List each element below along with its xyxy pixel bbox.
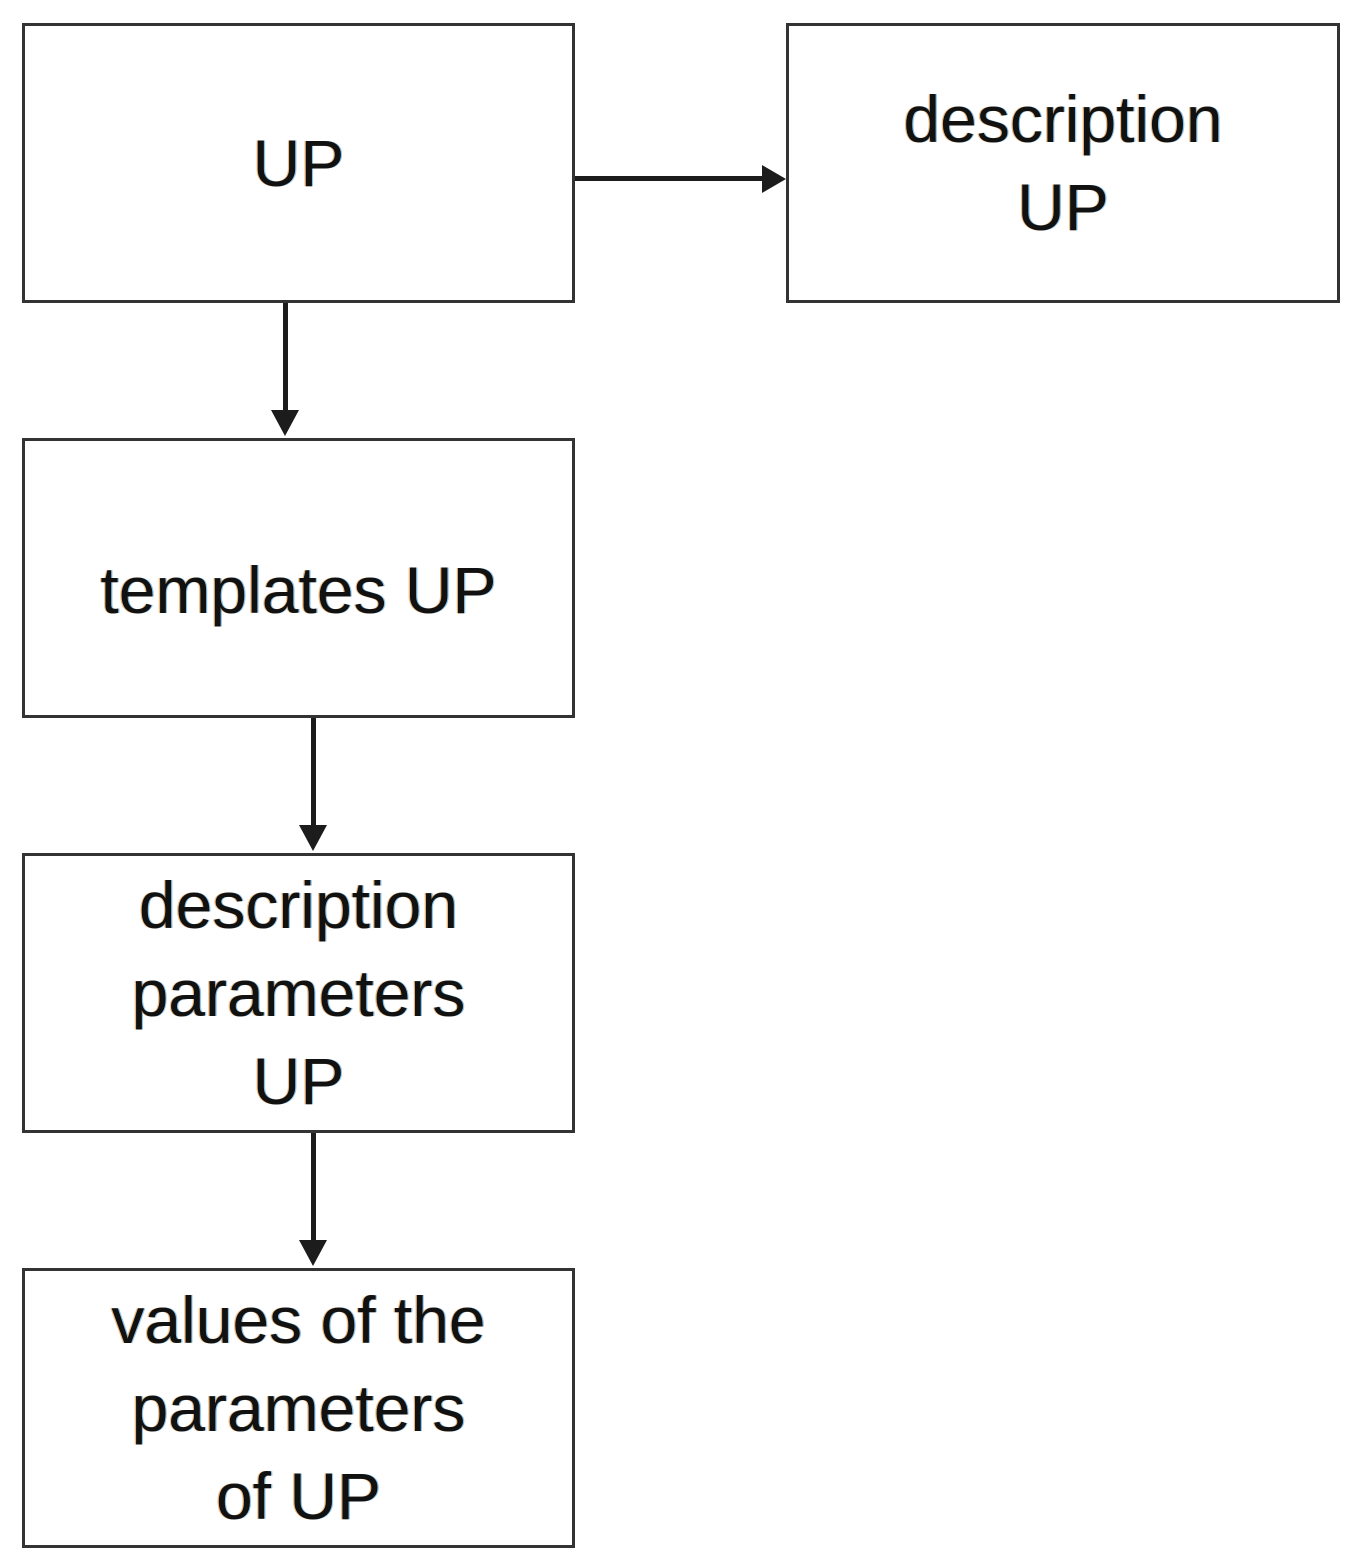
node-description-up-label: description UP (903, 82, 1223, 244)
arrowhead-down-icon (299, 1240, 327, 1266)
node-templates-up-label: templates UP (100, 553, 497, 627)
connector-line-horizontal (575, 176, 765, 181)
connector-line-vertical (283, 303, 288, 415)
node-description-parameters-up[interactable]: description parameters UP (22, 853, 575, 1133)
node-up-label: UP (252, 126, 345, 200)
arrowhead-down-icon (271, 410, 299, 436)
node-description-up[interactable]: description UP (786, 23, 1340, 303)
node-description-parameters-up-label: description parameters UP (131, 868, 466, 1118)
node-values-of-the-parameters-of-up-label: values of the parameters of UP (111, 1283, 486, 1533)
connector-line-vertical (311, 1133, 316, 1245)
connector-line-vertical (311, 718, 316, 830)
arrowhead-down-icon (299, 825, 327, 851)
node-up[interactable]: UP (22, 23, 575, 303)
node-templates-up[interactable]: templates UP (22, 438, 575, 718)
arrowhead-right-icon (762, 165, 786, 193)
node-values-of-the-parameters-of-up[interactable]: values of the parameters of UP (22, 1268, 575, 1548)
